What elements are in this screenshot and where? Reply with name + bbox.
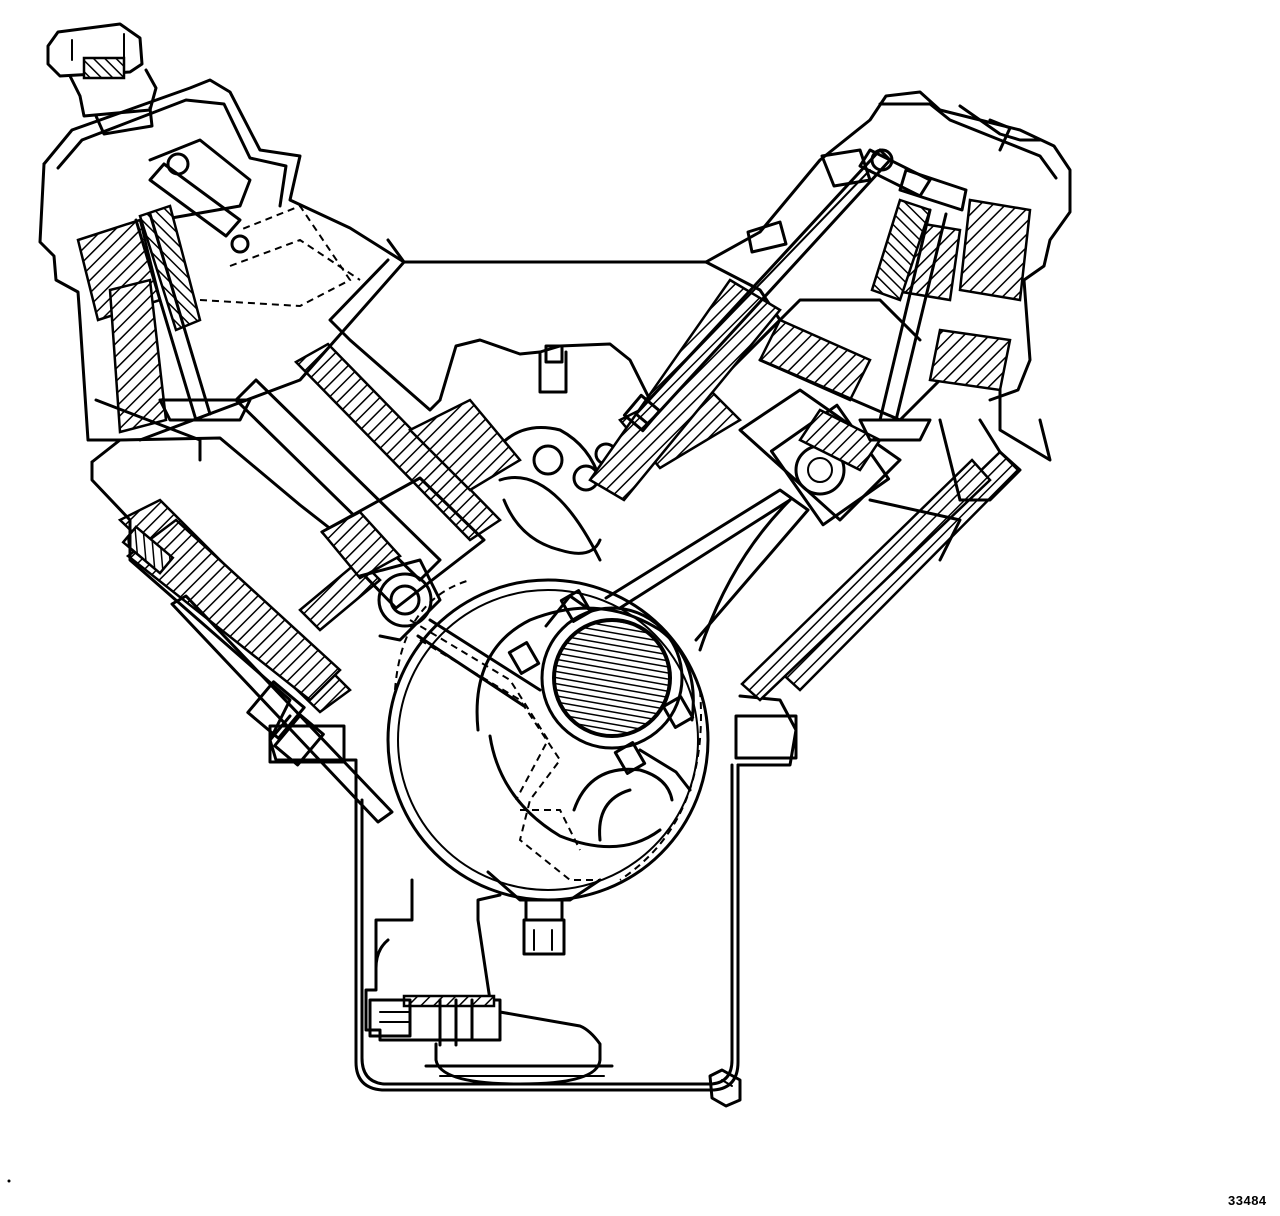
left-cylinder-head [38,22,406,462]
figure-number: 33484 [1228,1193,1267,1208]
crankcase [268,578,798,956]
crankshaft-journal [507,589,695,842]
right-cylinder-head [704,90,1072,442]
oil-pan [354,763,742,1108]
right-cylinder-bank [588,148,1052,702]
stray-mark [7,1179,11,1183]
left-cylinder-bank [90,238,542,824]
